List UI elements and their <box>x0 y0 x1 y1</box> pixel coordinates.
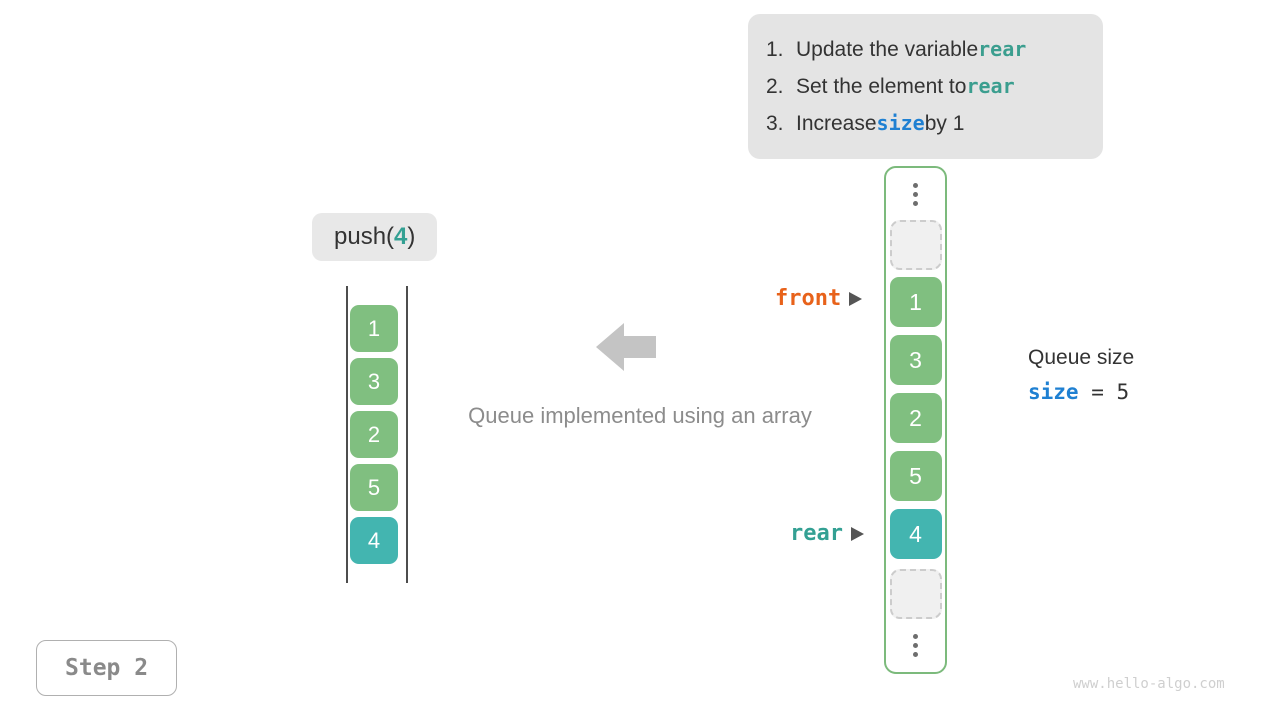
instruction-text: Update the variable <box>796 38 979 61</box>
queue-rail-right <box>406 286 408 583</box>
instruction-text-tail: by 1 <box>924 112 965 135</box>
instruction-number: 2. <box>766 75 784 98</box>
ellipsis-top-icon <box>913 168 918 220</box>
array-cell: 3 <box>889 335 942 385</box>
diagram-caption: Queue implemented using an array <box>468 403 812 428</box>
instruction-text: Set the element to <box>796 75 967 98</box>
instruction-number: 3. <box>766 112 784 135</box>
instruction-item: 2. Set the element to rear <box>766 68 1083 105</box>
queue-cell: 1 <box>350 305 398 352</box>
queue-size-variable: size <box>1028 380 1079 404</box>
array-cell: 2 <box>889 393 942 443</box>
array-slot-empty-bottom <box>889 569 942 619</box>
array-slot-empty-top <box>889 220 942 270</box>
watermark: www.hello-algo.com <box>1073 676 1225 692</box>
pointer-front: front <box>775 286 863 311</box>
queue-size-value: = 5 <box>1078 380 1130 404</box>
operation-paren-close: ) <box>407 223 416 250</box>
left-arrow-icon <box>596 321 656 373</box>
instruction-code-rear: rear <box>966 74 1015 98</box>
pointer-rear-label: rear <box>790 521 843 546</box>
instruction-number: 1. <box>766 38 784 61</box>
array-container: 1 3 2 5 4 <box>884 166 947 674</box>
queue-size-expression: size = 5 <box>1028 380 1134 404</box>
array-cell-new: 4 <box>889 509 942 559</box>
operation-name: push( <box>334 223 395 250</box>
array-cell: 1 <box>889 277 942 327</box>
queue-rail-left <box>346 286 348 583</box>
pointer-front-arrow-icon <box>849 291 863 306</box>
queue-size-block: Queue size size = 5 <box>1028 344 1134 404</box>
instruction-text: Increase <box>796 112 877 135</box>
operation-argument: 4 <box>394 223 408 250</box>
queue-cell: 5 <box>350 464 398 511</box>
queue-cell: 2 <box>350 411 398 458</box>
pointer-front-label: front <box>775 286 842 311</box>
instruction-code-rear: rear <box>978 37 1027 61</box>
pointer-rear-arrow-icon <box>850 526 864 541</box>
queue-cell: 3 <box>350 358 398 405</box>
operation-label: push(4) <box>312 213 438 261</box>
instruction-item: 1. Update the variable rear <box>766 31 1083 68</box>
pointer-rear: rear <box>790 521 864 546</box>
step-badge: Step 2 <box>36 640 178 696</box>
array-cell: 5 <box>889 451 942 501</box>
queue-cell-new: 4 <box>350 517 398 564</box>
instruction-code-size: size <box>876 111 925 135</box>
queue-size-title: Queue size <box>1028 346 1135 369</box>
queue-cell-list: 1 3 2 5 4 <box>350 305 398 564</box>
instruction-item: 3. Increase size by 1 <box>766 105 1083 142</box>
instruction-callout: 1. Update the variable rear 2. Set the e… <box>748 14 1103 159</box>
queue-abstract-view: 1 3 2 5 4 <box>346 286 408 583</box>
ellipsis-bottom-icon <box>913 619 918 671</box>
